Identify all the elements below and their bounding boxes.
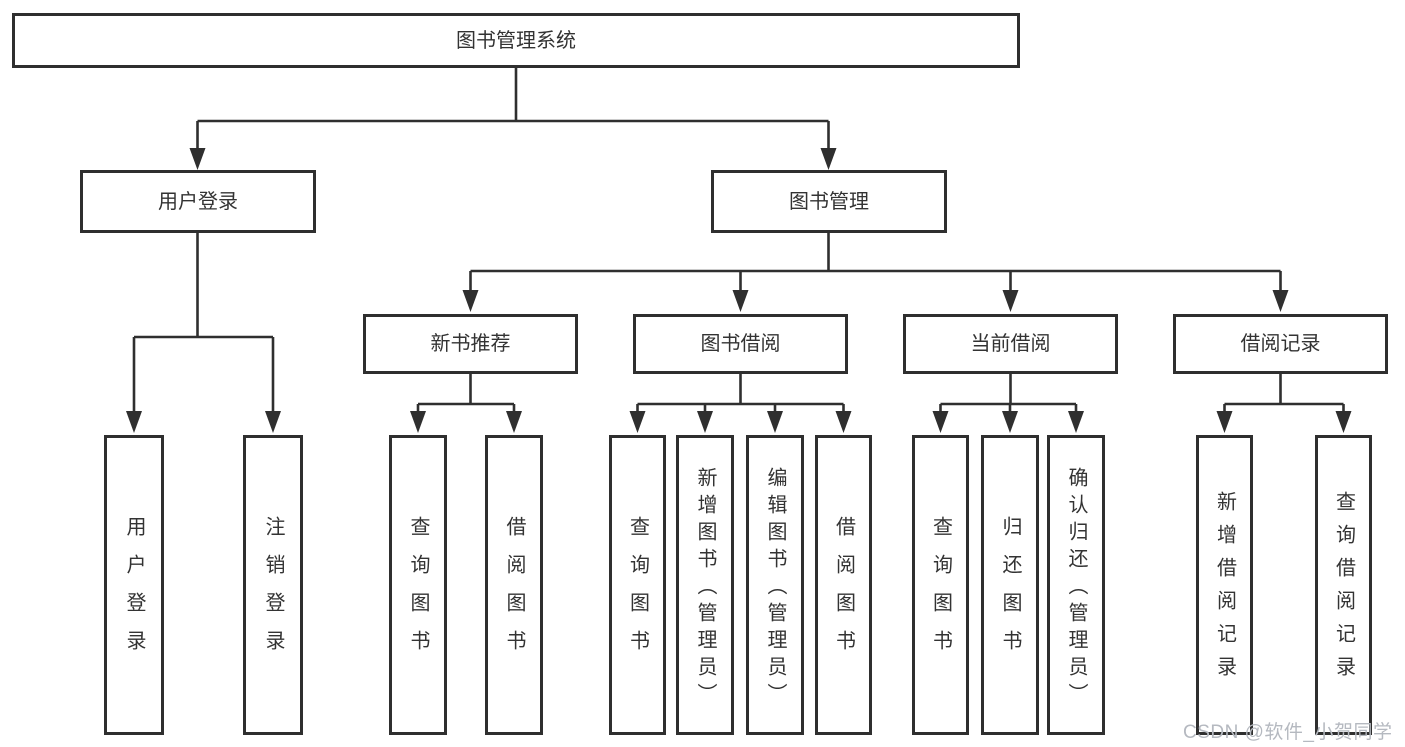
arrowhead — [629, 411, 646, 433]
connector-root-to-level2 — [189, 68, 837, 170]
leaf-confirm-return-admin: 确认归还（管理员） — [1047, 435, 1105, 735]
node-book-borrow: 图书借阅 — [633, 314, 848, 374]
leaf-query-books-recommend: 查询图书 — [389, 435, 447, 735]
node-book-borrow-label: 图书借阅 — [700, 333, 781, 355]
arrowhead — [767, 411, 783, 433]
leaf-return-books: 归还图书 — [981, 435, 1039, 735]
leaf-add-book-admin-label: 新增图书（管理员） — [694, 466, 716, 710]
node-root: 图书管理系统 — [12, 13, 1020, 68]
leaf-query-borrow-record-label: 查询借阅记录 — [1332, 491, 1355, 689]
arrowhead — [1335, 411, 1352, 433]
leaf-query-books-current-label: 查询图书 — [929, 516, 952, 668]
leaf-borrow-books-borrow-label: 借阅图书 — [832, 516, 855, 668]
node-borrow-records-label: 借阅记录 — [1240, 333, 1321, 355]
arrowhead — [126, 411, 142, 433]
leaf-add-book-admin: 新增图书（管理员） — [676, 435, 734, 735]
leaf-borrow-books-recommend: 借阅图书 — [485, 435, 543, 735]
arrowhead — [1002, 290, 1019, 312]
leaf-logout: 注销登录 — [243, 435, 303, 735]
connector-current-borrow-children — [932, 374, 1084, 433]
arrowhead — [732, 290, 749, 312]
leaf-add-borrow-record-label: 新增借阅记录 — [1213, 491, 1236, 689]
leaf-query-books-recommend-label: 查询图书 — [407, 516, 429, 668]
arrowhead — [1068, 411, 1084, 433]
node-user-login-label: 用户登录 — [158, 190, 238, 213]
node-book-management: 图书管理 — [711, 170, 947, 233]
arrowhead — [410, 411, 426, 433]
leaf-edit-book-admin-label: 编辑图书（管理员） — [764, 466, 786, 710]
node-current-borrow-label: 当前借阅 — [970, 333, 1051, 355]
leaf-user-login-label: 用户登录 — [123, 516, 145, 668]
node-new-book-recommend: 新书推荐 — [363, 314, 578, 374]
leaf-return-books-label: 归还图书 — [999, 516, 1021, 668]
node-new-book-recommend-label: 新书推荐 — [430, 333, 511, 355]
leaf-query-books-current: 查询图书 — [912, 435, 969, 735]
connector-new-book-recommend-children — [410, 374, 522, 433]
arrowhead — [462, 290, 479, 312]
leaf-borrow-books-borrow: 借阅图书 — [815, 435, 872, 735]
arrowhead — [189, 148, 206, 170]
leaf-query-borrow-record: 查询借阅记录 — [1315, 435, 1372, 735]
arrowhead — [1216, 411, 1233, 433]
connector-user-login-children — [126, 233, 281, 433]
arrowhead — [697, 411, 713, 433]
arrowhead — [820, 148, 837, 170]
arrowhead — [1002, 411, 1018, 433]
node-borrow-records: 借阅记录 — [1173, 314, 1388, 374]
connector-borrow-records-children — [1216, 374, 1352, 433]
leaf-confirm-return-admin-label: 确认归还（管理员） — [1065, 466, 1087, 710]
connector-book-management-children — [462, 233, 1289, 312]
leaf-logout-label: 注销登录 — [262, 516, 284, 668]
arrowhead — [1272, 290, 1289, 312]
watermark: CSDN @软件_小贺同学 — [1183, 722, 1393, 743]
arrowhead — [835, 411, 852, 433]
arrowhead — [932, 411, 949, 433]
node-book-management-label: 图书管理 — [789, 190, 869, 213]
node-root-label: 图书管理系统 — [456, 29, 576, 52]
arrowhead — [265, 411, 281, 433]
arrowhead — [506, 411, 522, 433]
leaf-borrow-books-recommend-label: 借阅图书 — [503, 516, 525, 668]
leaf-query-books-borrow-label: 查询图书 — [626, 516, 649, 668]
leaf-user-login: 用户登录 — [104, 435, 164, 735]
connector-book-borrow-children — [629, 374, 852, 433]
node-user-login: 用户登录 — [80, 170, 316, 233]
leaf-add-borrow-record: 新增借阅记录 — [1196, 435, 1253, 735]
leaf-edit-book-admin: 编辑图书（管理员） — [746, 435, 804, 735]
node-current-borrow: 当前借阅 — [903, 314, 1118, 374]
leaf-query-books-borrow: 查询图书 — [609, 435, 666, 735]
